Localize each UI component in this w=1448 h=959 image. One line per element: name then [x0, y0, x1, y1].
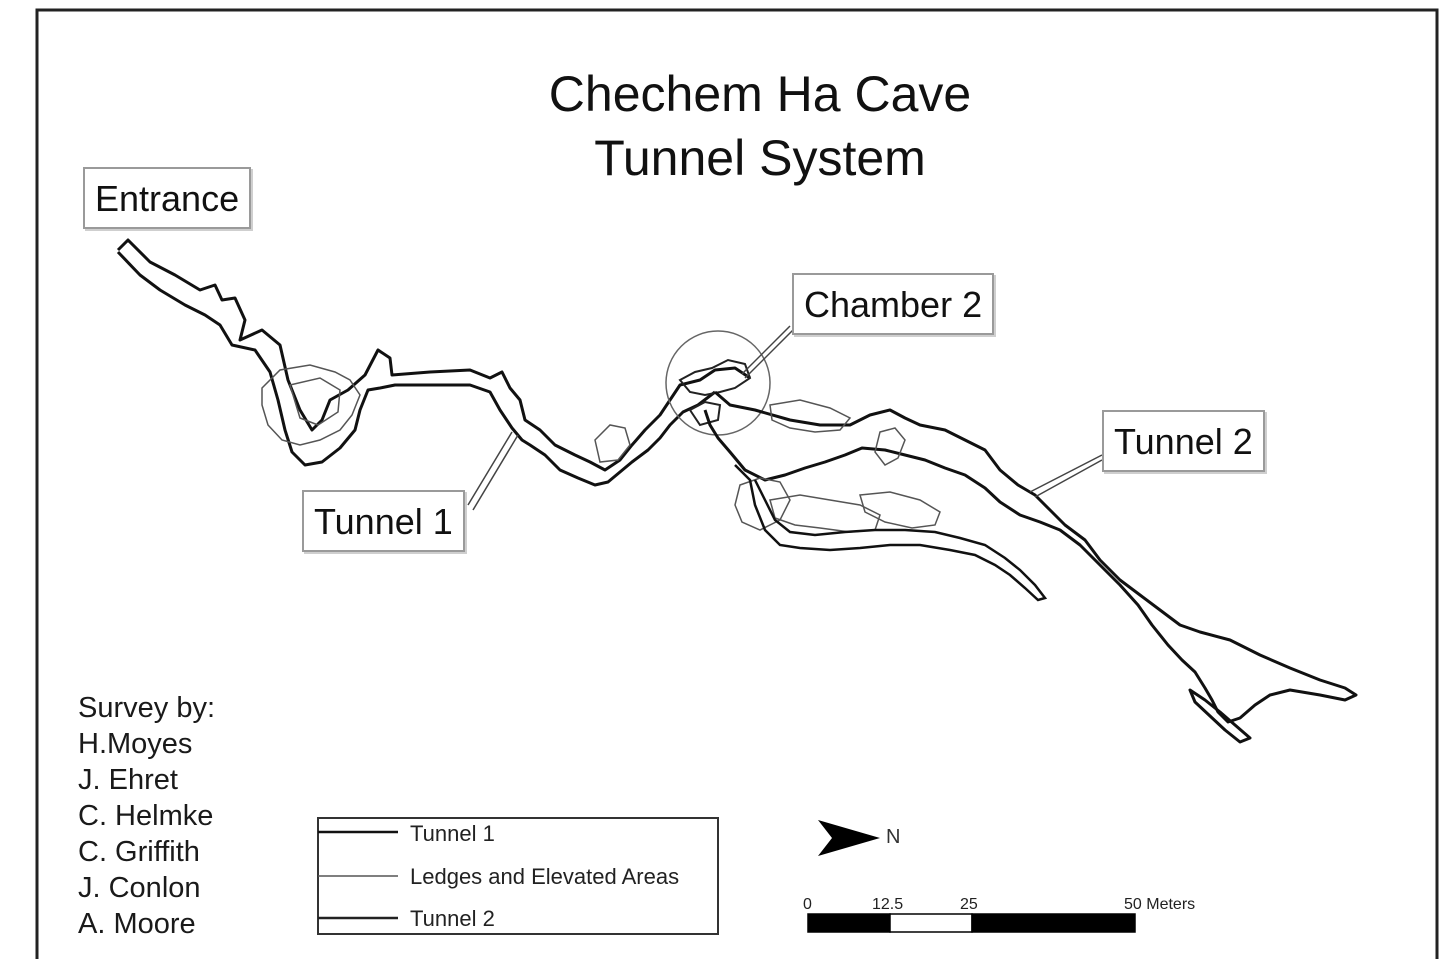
legend-label-ledges: Ledges and Elevated Areas	[410, 864, 680, 889]
survey-name: J. Conlon	[78, 872, 201, 904]
leader-lines	[467, 325, 1103, 511]
tunnel-2-passage	[703, 390, 1358, 744]
north-label: N	[886, 826, 901, 848]
legend-label-tunnel2: Tunnel 2	[410, 906, 495, 931]
scale-seg-3	[971, 913, 1136, 933]
tunnel1-leader-2	[467, 431, 513, 506]
map-border	[35, 8, 1439, 959]
survey-heading: Survey by:	[78, 692, 215, 724]
scale-tick-0: 0	[803, 896, 812, 913]
scale-seg-2	[889, 913, 973, 933]
ledges-west	[261, 364, 631, 463]
legend-label-tunnel1: Tunnel 1	[410, 821, 495, 846]
scale-tick-50: 50 Meters	[1124, 896, 1196, 913]
survey-name: J. Ehret	[78, 764, 178, 796]
tunnel2-leader-2	[1034, 459, 1103, 498]
title-line-1: Chechem Ha Cave	[548, 66, 972, 122]
chamber2-leader	[744, 329, 794, 379]
tunnel-1-passage	[116, 238, 751, 487]
survey-name: C. Helmke	[78, 800, 214, 832]
scale-seg-1	[807, 913, 891, 933]
scale-bar	[807, 913, 1136, 933]
scale-tick-12-5: 12.5	[872, 896, 904, 913]
label-tunnel-2: Tunnel 2	[1102, 410, 1265, 472]
tunnel1-leader	[472, 434, 519, 511]
title-line-2: Tunnel System	[594, 130, 926, 186]
scale-tick-25: 25	[960, 896, 978, 913]
survey-name: H.Moyes	[78, 728, 193, 760]
survey-name: A. Moore	[78, 908, 196, 940]
map-title: Chechem Ha Cave Tunnel System	[460, 62, 1060, 190]
chamber-2-area	[665, 330, 771, 436]
label-chamber-2: Chamber 2	[792, 273, 995, 335]
chamber2-leader-2	[741, 325, 791, 375]
lower-branch	[734, 464, 1048, 602]
survey-credits: Survey by: H.Moyes J. Ehret C. Helmke C.…	[78, 690, 215, 942]
survey-name: C. Griffith	[78, 836, 200, 868]
label-entrance: Entrance	[83, 167, 252, 229]
label-tunnel-1: Tunnel 1	[302, 490, 465, 552]
north-arrow-icon	[818, 820, 880, 856]
tunnel2-leader	[1029, 454, 1103, 493]
